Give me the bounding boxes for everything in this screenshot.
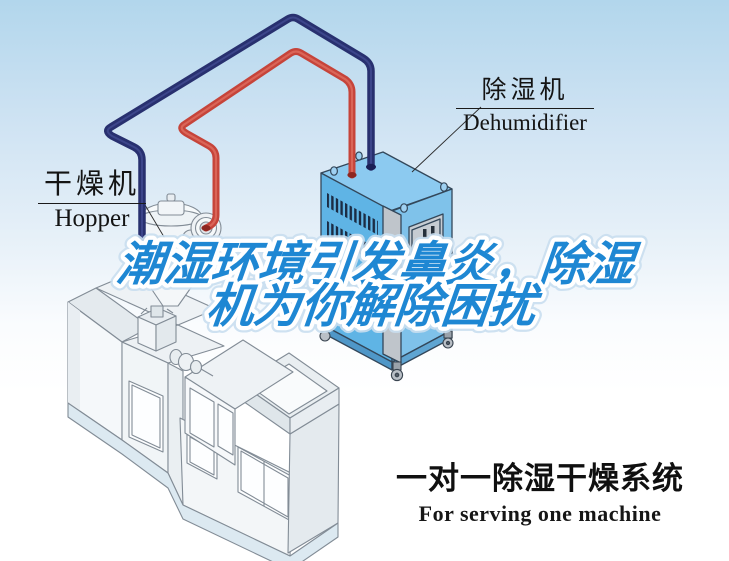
caption: 一对一除湿干燥系统 For serving one machine <box>396 453 684 527</box>
hopper-label-en: Hopper <box>54 205 130 233</box>
control-door <box>408 213 444 317</box>
casters <box>319 330 454 382</box>
headline-line2-halo: 机为你解除困扰 <box>204 279 544 332</box>
hot-air-pipe <box>178 48 357 232</box>
dehumidifier-machine-illustration <box>319 151 454 382</box>
hopper-label: 干燥机 Hopper <box>38 170 146 233</box>
machine-base <box>67 402 339 561</box>
lifting-eyelets <box>330 151 449 213</box>
headline-line1: 潮湿环境引发鼻炎，除湿 <box>115 237 643 290</box>
caption-title: 一对一除湿干燥系统 <box>396 461 684 496</box>
dehumidifier-label: 除湿机 Dehumidifier <box>456 77 594 136</box>
hopper-pedestal <box>137 305 177 352</box>
caption-subtitle: For serving one machine <box>418 501 662 526</box>
hopper-leader-line <box>144 204 171 248</box>
extruder-machine-illustration <box>67 271 340 561</box>
headline-line1-halo: 潮湿环境引发鼻炎，除湿 <box>115 237 643 290</box>
vent-slats <box>327 193 378 235</box>
injection-barrel <box>169 348 214 377</box>
dehumidifier-leader-line <box>411 106 482 173</box>
return-air-pipe <box>104 13 376 247</box>
vent-slats <box>327 221 384 267</box>
hopper-label-zh: 干燥机 <box>38 170 146 205</box>
dehumidifier-label-en: Dehumidifier <box>463 110 587 136</box>
dehumidifier-label-zh: 除湿机 <box>456 77 594 110</box>
headline-text: 潮湿环境引发鼻炎，除湿 机为你解除困扰 潮湿环境引发鼻炎，除湿 机为你解除困扰 <box>108 231 649 339</box>
headline-line2: 机为你解除困扰 <box>204 279 544 332</box>
